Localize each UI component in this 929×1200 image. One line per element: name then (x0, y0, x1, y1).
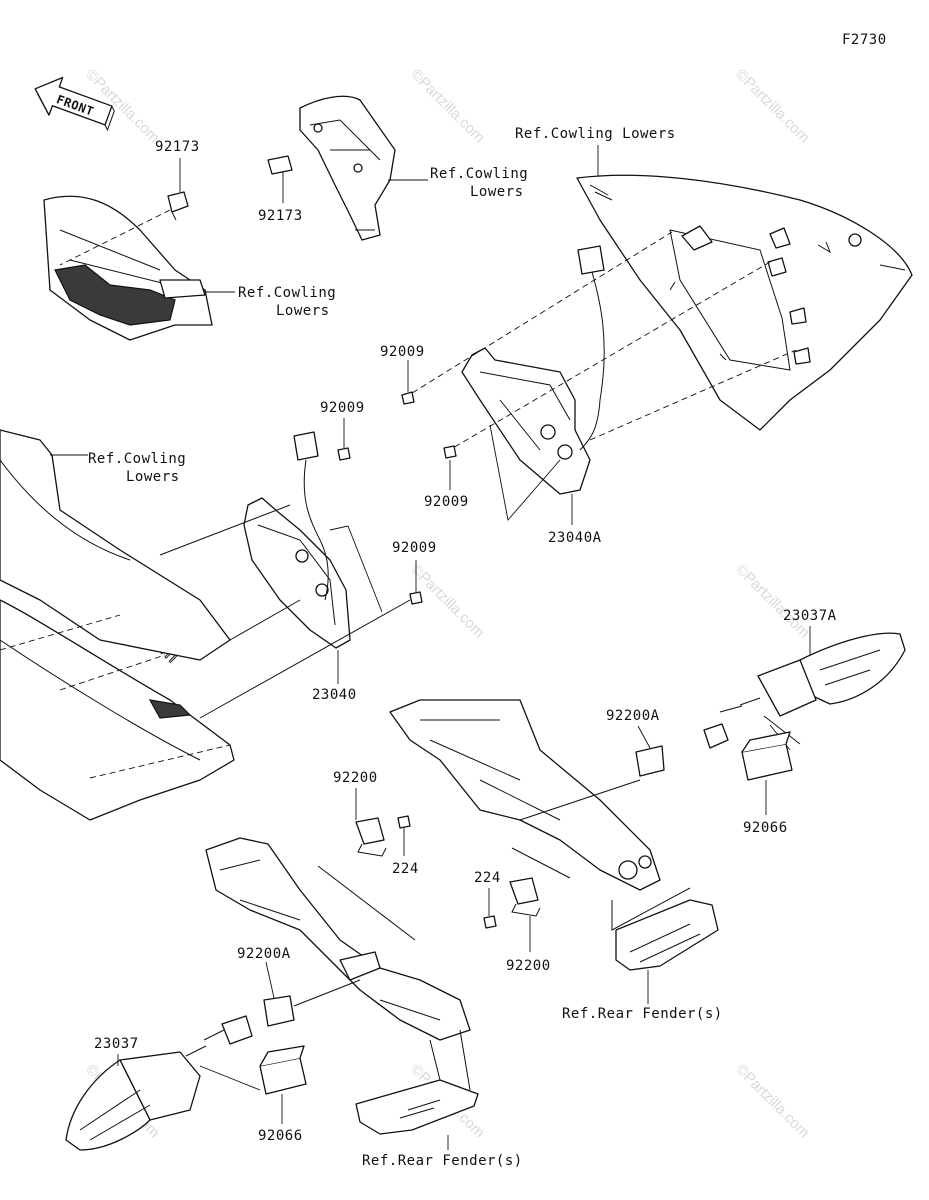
label-92200-a: 92200 (333, 770, 378, 786)
label-23040: 23040 (312, 687, 357, 703)
watermark-3: ©Partzilla.com (732, 66, 813, 147)
label-23040a: 23040A (548, 530, 602, 546)
bracket-92200-a (355, 817, 387, 857)
label-92066-a: 92066 (743, 820, 788, 836)
label-92009-a: 92009 (380, 344, 425, 360)
rear-fender-left (205, 837, 479, 1135)
label-92173-a: 92173 (155, 139, 200, 155)
label-224-b: 224 (474, 870, 501, 886)
ref-cowling-top: Ref.Cowling Lowers (515, 126, 676, 142)
bolt-92009-lower-b (409, 591, 423, 605)
clip-92173-a (167, 191, 189, 221)
ref-cowling-lower-2: Lowers (126, 469, 180, 485)
label-23037a: 23037A (783, 608, 837, 624)
cowling-lower-right-panel (576, 174, 913, 431)
figure-code: F2730 (842, 32, 887, 48)
ref-fender-bottom: Ref.Rear Fender(s) (362, 1153, 523, 1169)
bolt-92009-upper-a (401, 391, 415, 405)
label-92009-c: 92009 (320, 400, 365, 416)
bolt-92009-upper-b (443, 445, 457, 459)
ref-cowling-left-1: Ref.Cowling (238, 285, 336, 301)
label-92200a-b: 92200A (237, 946, 291, 962)
label-92009-b: 92009 (424, 494, 469, 510)
ref-cowling-mid-2: Lowers (470, 184, 524, 200)
label-92200-b: 92200 (506, 958, 551, 974)
label-224-a: 224 (392, 861, 419, 877)
bracket-92200-b (509, 877, 541, 917)
cowling-left-large (0, 429, 235, 821)
grommet-92200a-left (263, 995, 295, 1027)
label-92066-b: 92066 (258, 1128, 303, 1144)
cowling-upper-left (43, 195, 213, 341)
cowling-bracket-top (299, 95, 396, 241)
ref-cowling-mid-1: Ref.Cowling (430, 166, 528, 182)
turn-signal-23037 (65, 1015, 253, 1151)
watermark-5: ©Partzilla.com (732, 561, 813, 642)
watermark-8: ©Partzilla.com (732, 1061, 813, 1142)
bracket-23040a (461, 245, 605, 495)
rear-fender-right (389, 699, 719, 971)
ref-fender-right: Ref.Rear Fender(s) (562, 1006, 723, 1022)
watermark-2: ©Partzilla.com (407, 66, 488, 147)
bolt-224-a (397, 815, 411, 829)
label-92009-d: 92009 (392, 540, 437, 556)
bolt-224-b (483, 915, 497, 929)
bracket-23040 (243, 431, 351, 649)
clamp-92066-left (259, 1045, 307, 1095)
ref-cowling-left-2: Lowers (276, 303, 330, 319)
label-92200a-a: 92200A (606, 708, 660, 724)
grommet-92200a-right (635, 745, 665, 777)
bolt-92009-lower-a (337, 447, 351, 461)
clip-92173-b (267, 155, 293, 175)
turn-signal-23037a (703, 632, 906, 749)
label-23037: 23037 (94, 1036, 139, 1052)
label-92173-b: 92173 (258, 208, 303, 224)
ref-cowling-lower-1: Ref.Cowling (88, 451, 186, 467)
front-arrow-icon: FRONT (34, 76, 115, 132)
clamp-92066-right (741, 731, 793, 781)
